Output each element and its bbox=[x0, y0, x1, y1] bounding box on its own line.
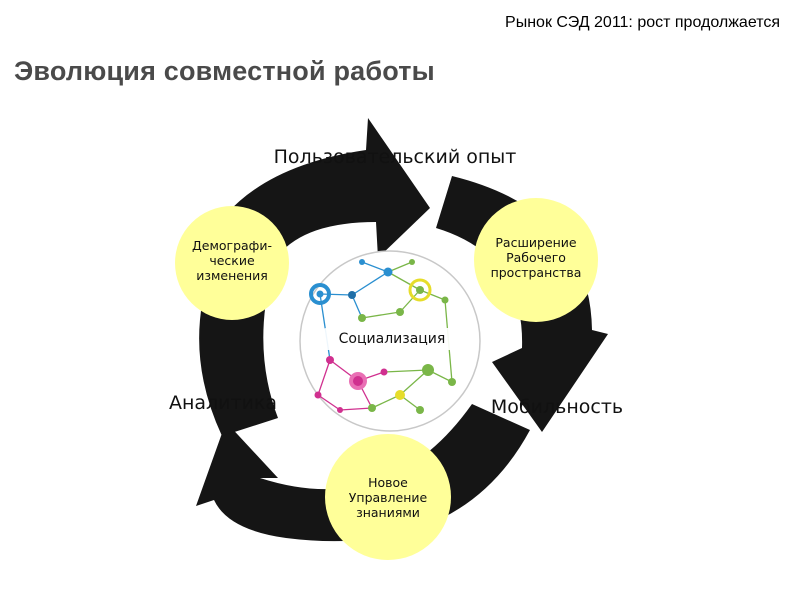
label-workspace-expansion: Расширение Рабочего пространства bbox=[490, 235, 582, 280]
network-nodes bbox=[309, 259, 456, 414]
label-mobility: Мобильность bbox=[490, 396, 624, 418]
circle-bottom bbox=[325, 434, 451, 560]
label-user-experience: Пользовательский опыт bbox=[273, 146, 517, 168]
circle-top-right bbox=[474, 198, 598, 322]
slide-header: Рынок СЭД 2011: рост продолжается bbox=[505, 14, 780, 31]
label-socialization: Социализация bbox=[323, 328, 461, 350]
slide-title: Эволюция совместной работы bbox=[14, 56, 435, 86]
label-demographic-changes: Демографи-ческие изменения bbox=[191, 238, 273, 283]
circle-top-left bbox=[175, 206, 289, 320]
label-knowledge-management: Новое Управление знаниями bbox=[348, 475, 428, 520]
label-analytics: Аналитика bbox=[168, 392, 278, 414]
